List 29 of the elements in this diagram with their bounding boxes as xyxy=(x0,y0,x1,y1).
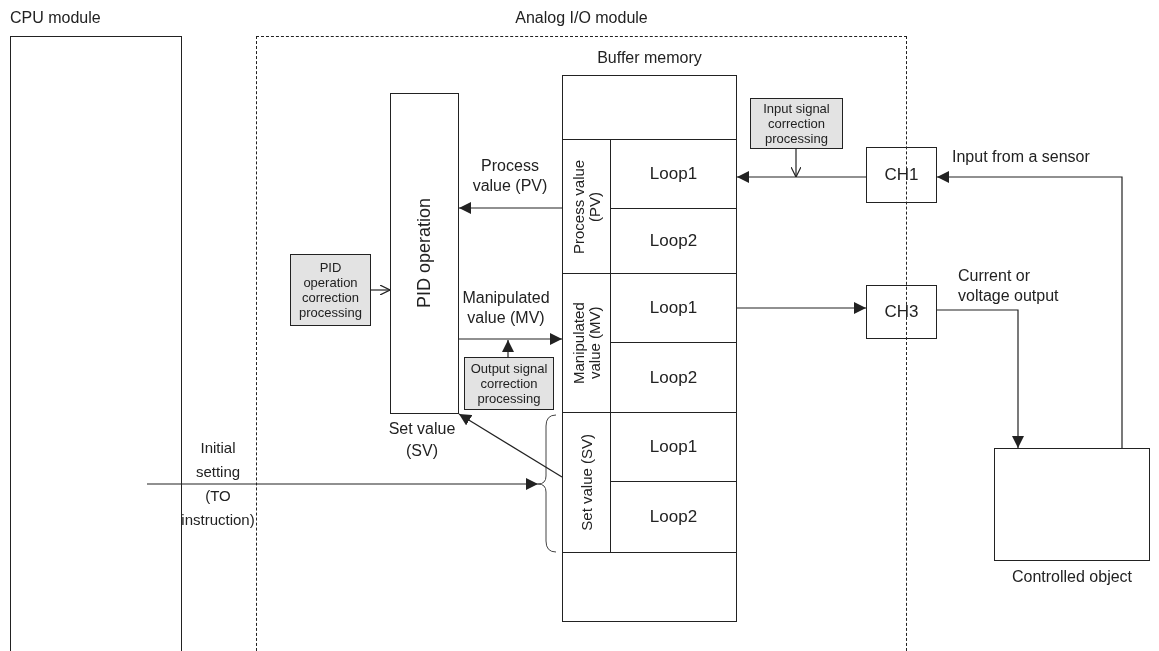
arrow xyxy=(458,333,563,345)
edge-label: Process value (PV) xyxy=(471,156,549,196)
channel-box: CH1 xyxy=(866,147,937,203)
arrow xyxy=(370,284,391,296)
arrow xyxy=(458,413,563,478)
arrow xyxy=(736,302,867,314)
arrow xyxy=(146,478,539,490)
empty-memory-cell xyxy=(562,75,737,140)
module-heading: CPU module xyxy=(10,8,102,28)
arrow xyxy=(458,202,563,214)
edge-label: Current or voltage output xyxy=(958,266,1060,306)
edge-label: Manipulated value (MV) xyxy=(461,288,551,328)
edge-label: Initial setting (TO instruction) xyxy=(180,438,256,530)
correction-box: Output signal correction processing xyxy=(464,357,554,410)
arrow xyxy=(736,171,867,183)
channel-box: CH3 xyxy=(866,285,937,339)
memory-heading: Buffer memory xyxy=(596,48,703,68)
empty-memory-cell xyxy=(562,552,737,622)
arrow xyxy=(936,309,1024,449)
edge-label: Input from a sensor xyxy=(952,147,1091,167)
arrow xyxy=(936,171,1123,449)
arrow xyxy=(790,148,802,178)
correction-box: Input signal correction processing xyxy=(750,98,843,149)
arrow xyxy=(502,339,514,358)
module-heading: Analog I/O module xyxy=(514,8,649,28)
operation-block: PID operation xyxy=(390,93,459,414)
object-caption: Controlled object xyxy=(1010,567,1134,587)
edge-label: Set value (SV) xyxy=(387,419,457,461)
correction-box: PID operation correction processing xyxy=(290,254,371,326)
